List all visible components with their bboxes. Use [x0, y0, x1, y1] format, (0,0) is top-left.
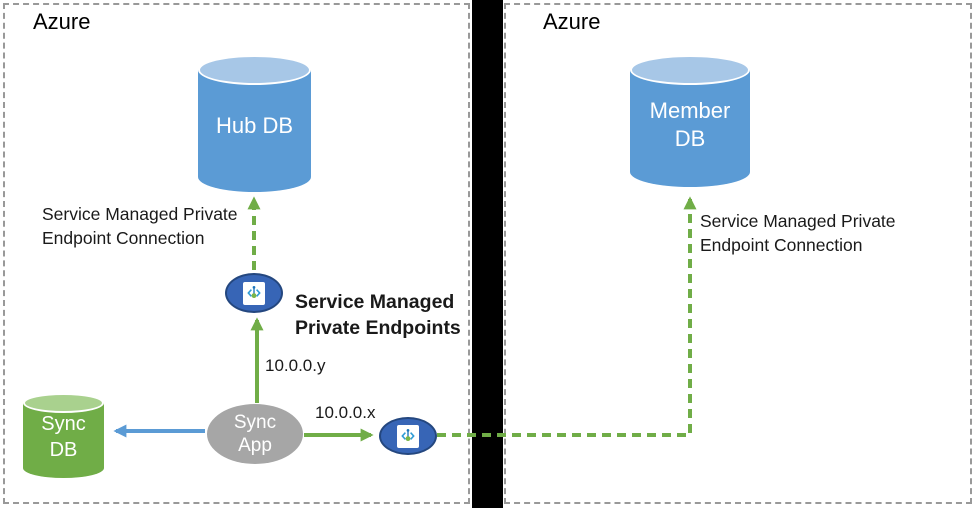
member-db-label: Member DB: [630, 97, 750, 153]
sync-app-node: Sync App: [207, 404, 303, 464]
azure-label-left: Azure: [33, 9, 91, 34]
connection-label-right-line1: Service Managed Private: [700, 211, 896, 231]
sync-app-label-line2: App: [238, 435, 272, 456]
connection-label-left-line2: Endpoint Connection: [42, 228, 205, 248]
connection-label-left-line1: Service Managed Private: [42, 204, 238, 224]
network-divider-bar: [472, 0, 503, 508]
sync-app-label: Sync App: [234, 411, 276, 457]
cylinder-top: [23, 393, 104, 413]
hub-db-cylinder: Hub DB: [198, 55, 311, 192]
private-endpoint-icon: [397, 424, 419, 448]
connection-label-left: Service Managed Private Endpoint Connect…: [42, 202, 238, 250]
service-managed-private-endpoints-title: Service Managed Private Endpoints: [295, 289, 461, 341]
sync-db-label-line1: Sync: [41, 413, 86, 435]
smpe-title-line1: Service Managed: [295, 291, 455, 313]
ip-label-x: 10.0.0.x: [315, 403, 376, 422]
connection-label-right: Service Managed Private Endpoint Connect…: [700, 209, 896, 257]
cylinder-body: [23, 403, 104, 478]
private-endpoint-node-member: [379, 417, 437, 455]
sync-db-label-line2: DB: [49, 439, 78, 461]
cylinder-body: [198, 70, 311, 192]
member-db-label-line2: DB: [674, 126, 706, 151]
smpe-title-line2: Private Endpoints: [295, 317, 461, 339]
private-endpoint-node-hub: [225, 273, 283, 313]
member-db-cylinder: Member DB: [630, 55, 750, 187]
private-endpoint-icon: [243, 281, 265, 305]
cylinder-top: [630, 55, 750, 85]
cylinder-body: [630, 70, 750, 187]
cylinder-top: [198, 55, 311, 85]
connection-label-right-line2: Endpoint Connection: [700, 235, 863, 255]
ip-label-y: 10.0.0.y: [265, 356, 326, 375]
azure-label-right: Azure: [543, 9, 601, 34]
sync-app-label-line1: Sync: [233, 412, 277, 433]
sync-db-label: Sync DB: [23, 411, 104, 463]
hub-db-label: Hub DB: [215, 113, 294, 138]
sync-db-cylinder: Sync DB: [23, 393, 104, 478]
member-db-label-line1: Member: [649, 98, 731, 123]
